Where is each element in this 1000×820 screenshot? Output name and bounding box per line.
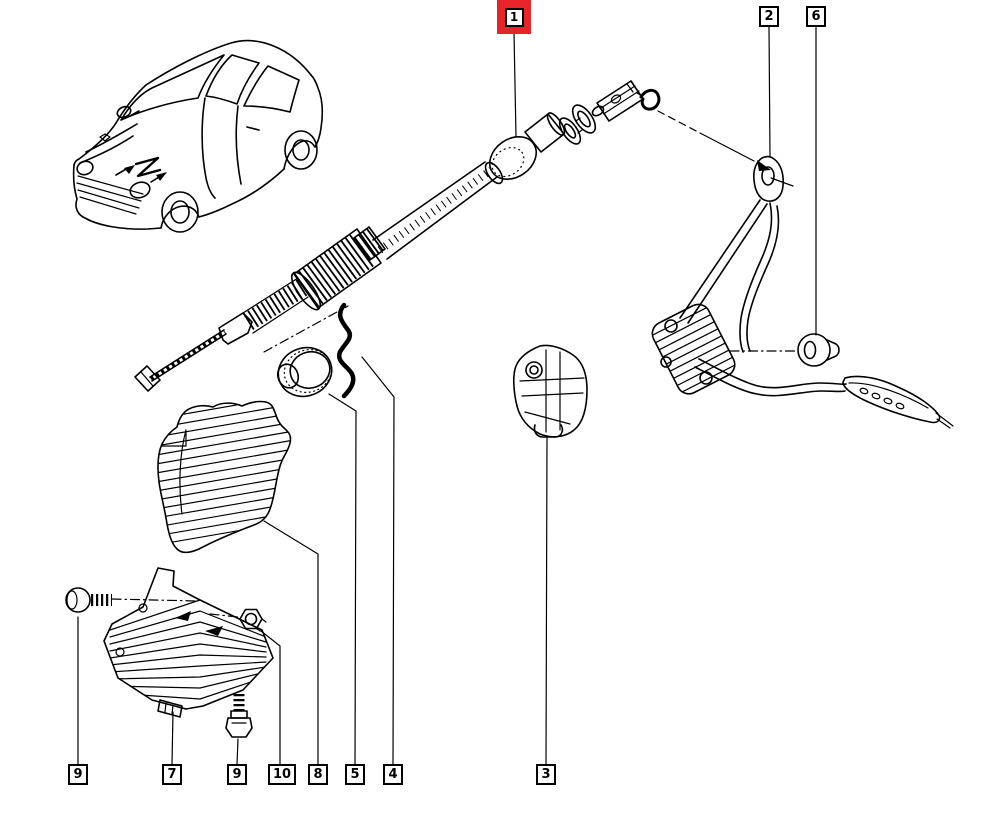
callout-8[interactable]: 8 [308,764,328,785]
callout-3[interactable]: 3 [536,764,556,785]
mounting-bracket [512,344,588,438]
hex-bolt-upper [65,587,112,613]
retaining-clip [336,302,356,399]
callout-2[interactable]: 2 [759,6,779,27]
accelerator-cable-assembly [134,80,661,392]
pedal-stop-bushing [797,333,840,367]
callout-6[interactable]: 6 [806,6,826,27]
callout-4[interactable]: 4 [383,764,403,785]
assembly-axis-lines [111,110,798,618]
callout-9-left[interactable]: 9 [68,764,88,785]
callout-9-right[interactable]: 9 [227,764,247,785]
pedal-pad [648,303,739,395]
callout-1-highlight: 1 [497,0,531,34]
callout-5[interactable]: 5 [345,764,365,785]
pedal-assembly [648,155,954,429]
vehicle-illustration [72,39,324,233]
callout-1[interactable]: 1 [504,7,524,27]
callout-10[interactable]: 10 [268,764,297,785]
hex-nut [239,608,267,632]
hex-bolt-lower [225,694,253,738]
heat-shield-plate [103,567,274,718]
hood-location-arrows [115,156,167,183]
leader-lines [77,25,817,765]
cover-panel [157,400,292,554]
cable-grommet [276,346,333,398]
callout-7[interactable]: 7 [162,764,182,785]
